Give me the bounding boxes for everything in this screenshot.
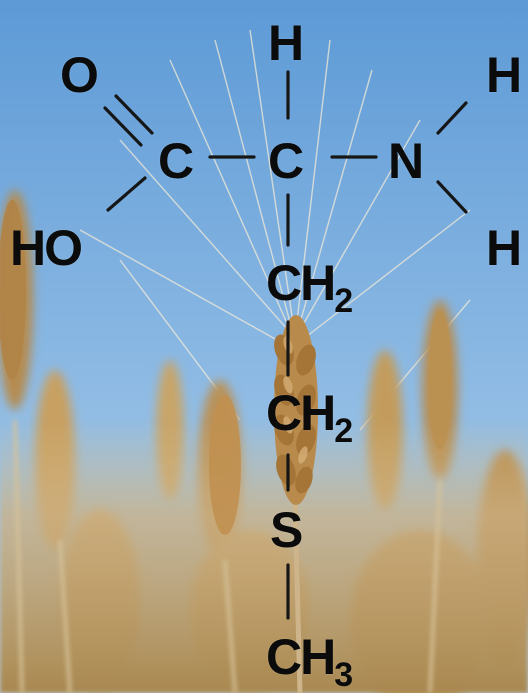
atom-amine-hydrogen-bottom: H [486, 220, 522, 276]
atom-sulfur: S [270, 502, 303, 558]
atom-carbonyl-oxygen: O [60, 47, 99, 103]
methylene-2-base: CH [266, 385, 336, 441]
double-bond-line-a [114, 94, 154, 135]
wheat-stems [13, 419, 442, 693]
methyl-subscript: 3 [334, 656, 354, 693]
atom-nitrogen: N [388, 133, 424, 189]
atom-methylene-2: CH2 [266, 385, 353, 448]
atom-methyl: CH3 [266, 629, 353, 692]
atom-hydroxyl-group: HO [10, 220, 83, 276]
atom-carboxyl-carbon: C [158, 133, 194, 189]
methylene-1-subscript: 2 [334, 282, 354, 320]
bond-c-oh [106, 176, 147, 212]
methylene-2-subscript: 2 [334, 412, 354, 450]
left-wheat-ear [0, 200, 452, 535]
methyl-base: CH [266, 629, 336, 685]
bond-n-h-top [436, 101, 468, 135]
bond-lines [103, 70, 468, 620]
atom-alpha-hydrogen: H [268, 15, 304, 71]
bond-n-h-bottom [436, 180, 468, 214]
atom-amine-hydrogen-top: H [486, 47, 522, 103]
atom-alpha-carbon: C [268, 133, 304, 189]
field-foreground [0, 420, 528, 693]
methylene-1-base: CH [266, 255, 336, 311]
double-bond-line-b [103, 106, 143, 147]
atom-methylene-1: CH2 [266, 255, 353, 318]
